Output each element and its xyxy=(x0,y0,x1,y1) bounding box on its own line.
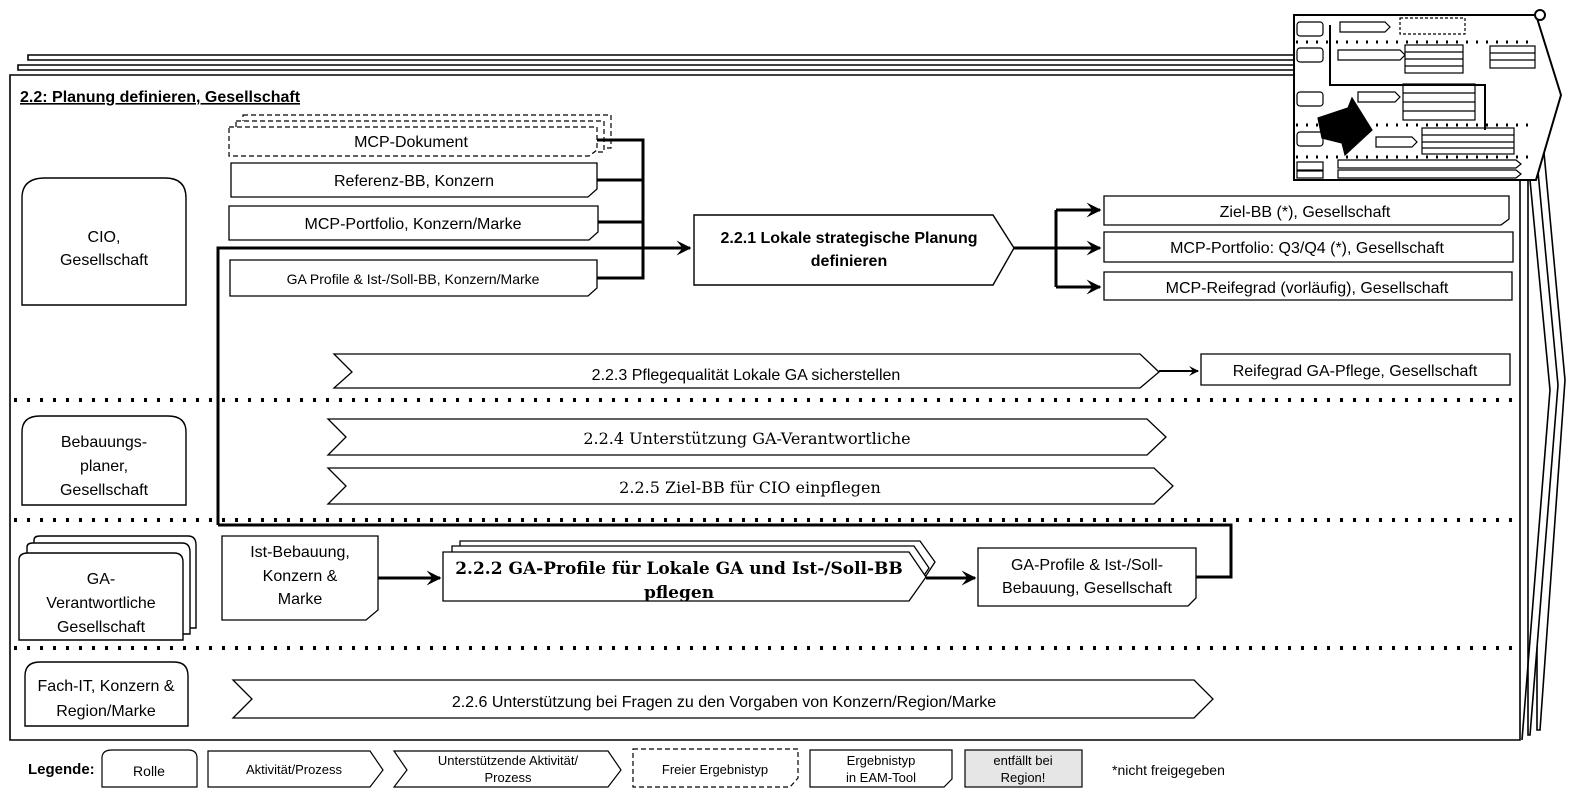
activity-2-2-1: 2.2.1 Lokale strategische Planung defini… xyxy=(693,214,1015,286)
legend-entfaellt-line-2: Region! xyxy=(1001,770,1046,785)
support-2-2-4-label: 2.2.4 Unterstützung GA-Verantwortliche xyxy=(583,429,910,448)
input-mcp-dokument: MCP-Dokument xyxy=(228,114,612,157)
output-ga-profile: GA-Profile & Ist-/Soll- Bebauung, Gesell… xyxy=(977,547,1197,607)
output-ga-profile-line-1: GA-Profile & Ist-/Soll- xyxy=(1011,557,1163,574)
role-bebauungsplaner-line-2: planer, xyxy=(80,458,128,475)
legend-freier: Freier Ergebnistyp xyxy=(632,748,799,788)
legend-note: *nicht freigegeben xyxy=(1112,762,1225,778)
legend-label: Legende: xyxy=(28,761,95,778)
support-2-2-5: 2.2.5 Ziel-BB für CIO einpflegen xyxy=(326,467,1174,505)
output-ga-profile-line-2: Bebauung, Gesellschaft xyxy=(1002,580,1172,597)
output-mcp-portfolio-q: MCP-Portfolio: Q3/Q4 (*), Gesellschaft xyxy=(1103,231,1514,263)
role-cio: CIO, Gesellschaft xyxy=(21,177,187,306)
output-mcp-portfolio-q-label: MCP-Portfolio: Q3/Q4 (*), Gesellschaft xyxy=(1170,240,1444,257)
role-bebauungsplaner-line-1: Bebauungs- xyxy=(61,434,147,451)
role-fach-it-line-1: Fach-IT, Konzern & xyxy=(38,678,175,695)
support-2-2-6: 2.2.6 Unterstützung bei Fragen zu den Vo… xyxy=(231,679,1214,719)
role-cio-line-2: Gesellschaft xyxy=(60,252,149,269)
legend-ergebnistyp-line-2: in EAM-Tool xyxy=(846,770,916,785)
activity-2-2-2-line-2: pflegen xyxy=(644,583,714,603)
output-reifegrad-ga-label: Reifegrad GA-Pflege, Gesellschaft xyxy=(1233,363,1478,380)
role-ga-line-1: GA- xyxy=(87,571,115,588)
input-mcp-portfolio-label: MCP-Portfolio, Konzern/Marke xyxy=(305,216,522,233)
support-2-2-6-label: 2.2.6 Unterstützung bei Fragen zu den Vo… xyxy=(452,694,996,711)
output-ziel-bb: Ziel-BB (*), Gesellschaft xyxy=(1103,195,1510,226)
legend-freier-label: Freier Ergebnistyp xyxy=(662,762,768,777)
legend-entfaellt-line-1: entfällt bei xyxy=(993,753,1052,768)
input-mcp-portfolio: MCP-Portfolio, Konzern/Marke xyxy=(228,205,599,241)
input-ist-bebauung-line-2: Konzern & xyxy=(263,568,338,585)
input-ist-bebauung-line-1: Ist-Bebauung, xyxy=(250,544,350,561)
support-2-2-3-label: 2.2.3 Pflegequalität Lokale GA sicherste… xyxy=(592,367,901,384)
role-cio-line-1: CIO, xyxy=(88,229,121,246)
legend-entfaellt: entfällt bei Region! xyxy=(964,749,1083,788)
legend-rolle-label: Rolle xyxy=(133,763,165,779)
activity-2-2-2: 2.2.2 GA-Profile für Lokale GA und Ist-/… xyxy=(442,540,936,603)
page-title: 2.2: Planung definieren, Gesellschaft xyxy=(20,89,301,106)
legend-ergebnistyp-line-1: Ergebnistyp xyxy=(847,753,916,768)
support-2-2-3: 2.2.3 Pflegequalität Lokale GA sicherste… xyxy=(332,353,1160,389)
legend-ergebnistyp: Ergebnistyp in EAM-Tool xyxy=(809,749,953,788)
input-ga-profile-label: GA Profile & Ist-/Soll-BB, Konzern/Marke xyxy=(287,271,540,287)
input-connectors xyxy=(216,138,1233,579)
output-connectors xyxy=(1014,202,1102,295)
legend-aktivitaet-label: Aktivität/Prozess xyxy=(246,762,343,777)
output-mcp-reifegrad-label: MCP-Reifegrad (vorläufig), Gesellschaft xyxy=(1166,280,1449,297)
activity-2-2-1-line-1: 2.2.1 Lokale strategische Planung xyxy=(721,230,978,247)
role-ga-verantwortliche: GA- Verantwortliche Gesellschaft xyxy=(18,535,197,641)
support-2-2-5-label: 2.2.5 Ziel-BB für CIO einpflegen xyxy=(619,478,881,497)
input-ga-profile: GA Profile & Ist-/Soll-BB, Konzern/Marke xyxy=(229,259,598,297)
role-ga-line-2: Verantwortliche xyxy=(46,595,155,612)
legend-unterstuetzend: Unterstützende Aktivität/ Prozess xyxy=(392,750,622,788)
activity-2-2-2-line-1: 2.2.2 GA-Profile für Lokale GA und Ist-/… xyxy=(455,559,903,579)
legend-unterstuetzend-line-2: Prozess xyxy=(485,770,532,785)
overview-thumbnail xyxy=(1293,9,1563,181)
input-referenz-bb: Referenz-BB, Konzern xyxy=(230,162,598,198)
input-referenz-bb-label: Referenz-BB, Konzern xyxy=(334,173,494,190)
support-2-2-4: 2.2.4 Unterstützung GA-Verantwortliche xyxy=(326,418,1167,456)
output-reifegrad-ga: Reifegrad GA-Pflege, Gesellschaft xyxy=(1200,353,1511,386)
input-ist-bebauung-line-3: Marke xyxy=(278,591,323,608)
role-ga-line-3: Gesellschaft xyxy=(57,619,146,636)
role-bebauungsplaner-line-3: Gesellschaft xyxy=(60,482,149,499)
legend-aktivitaet: Aktivität/Prozess xyxy=(207,750,384,788)
role-fach-it: Fach-IT, Konzern & Region/Marke xyxy=(24,661,189,727)
legend: Legende: Rolle Aktivität/Prozess Unterst… xyxy=(28,748,1225,788)
legend-rolle: Rolle xyxy=(101,749,198,788)
role-bebauungsplaner: Bebauungs- planer, Gesellschaft xyxy=(21,415,187,506)
output-mcp-reifegrad: MCP-Reifegrad (vorläufig), Gesellschaft xyxy=(1103,271,1513,301)
output-ziel-bb-label: Ziel-BB (*), Gesellschaft xyxy=(1220,204,1391,221)
activity-2-2-1-line-2: definieren xyxy=(811,253,887,270)
input-mcp-dokument-label: MCP-Dokument xyxy=(354,134,468,151)
input-ist-bebauung: Ist-Bebauung, Konzern & Marke xyxy=(221,535,379,621)
legend-unterstuetzend-line-1: Unterstützende Aktivität/ xyxy=(438,753,579,768)
role-fach-it-line-2: Region/Marke xyxy=(56,703,156,720)
